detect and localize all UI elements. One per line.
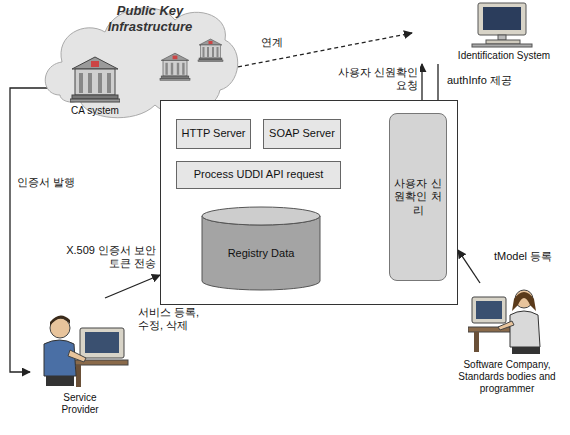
connector-arrow: [458, 250, 480, 283]
node-label: HTTP Server: [182, 127, 246, 140]
edge-label: tModel 등록: [492, 250, 570, 263]
region-title: Public Key Infrastructure: [92, 3, 208, 34]
edge-label: X.509 인증서 보안토큰 전송: [64, 244, 158, 270]
man-icon: [30, 298, 130, 390]
registry-server: HTTP Server SOAP ServerProcess UDDI API r…: [160, 100, 458, 305]
node-label: 사용자 신원확인 처리: [393, 177, 443, 217]
node-label: CA system: [55, 105, 135, 117]
node-label: Service Provider: [45, 392, 115, 416]
woman-icon: [468, 283, 548, 355]
edge-label: authInfo 제공: [445, 74, 539, 87]
process-box: HTTP Server: [176, 119, 251, 149]
connector-arrow: [105, 275, 160, 298]
node-label: Registry Data: [228, 247, 295, 260]
edge-label: 사용자 신원확인요청: [326, 66, 420, 92]
process-box: 사용자 신원확인 처리: [389, 113, 447, 281]
person-icon: Service Provider: [30, 298, 130, 423]
node-label: Identification System: [454, 50, 554, 62]
connector-arrow: [10, 88, 55, 372]
edge-label: 인증서 발행: [15, 176, 89, 189]
node-label: SOAP Server: [269, 127, 335, 140]
node-label: Software Company, Standards bodies and p…: [448, 359, 566, 395]
database-cylinder: Registry Data: [201, 206, 321, 291]
ca-building: CA system: [55, 55, 135, 119]
process-box: Process UDDI API request: [176, 161, 341, 189]
person-icon: Software Company, Standards bodies and p…: [448, 283, 566, 408]
node-label: Process UDDI API request: [194, 168, 324, 181]
process-box: SOAP Server: [263, 119, 341, 149]
computer-icon: Identification System: [412, 2, 556, 64]
comp-icon: [468, 2, 540, 48]
bld-icon: [70, 55, 120, 103]
note-label: 서비스 등록, 수정, 삭제: [136, 306, 212, 332]
edge-label: 연계: [250, 36, 294, 49]
